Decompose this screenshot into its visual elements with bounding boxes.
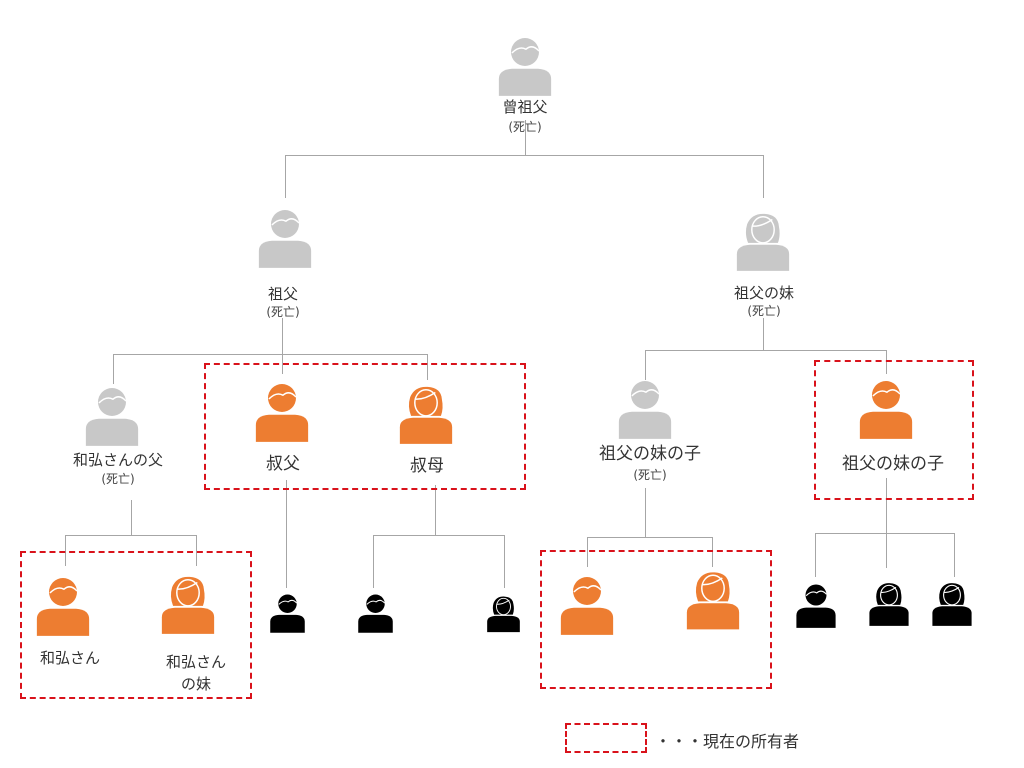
person-child2-child-2 [868,578,910,629]
connector [645,350,646,380]
connector [712,537,713,567]
person-kazuhiro-father [84,386,140,446]
female-person-icon [931,578,973,629]
person-grandfathers-sister [735,210,791,272]
status-kazuhiro-father: (死亡) [101,472,135,486]
connector [196,535,197,566]
status-grandfathers-sister: (死亡) [747,304,781,318]
male-person-icon [254,381,310,443]
connector [886,478,887,568]
status-great-grandfather: (死亡) [508,120,542,134]
person-aunt-child-2 [486,593,521,634]
legend-text: ・・・現在の所有者 [655,732,800,751]
connector [373,535,504,536]
label-kazuhiro-sister-line1: 和弘さん [165,653,227,671]
male-person-icon [497,36,553,96]
label-grandfathers-sister: 祖父の妹 [733,284,795,302]
person-aunt [398,383,454,445]
label-kazuhiro: 和弘さん [39,649,101,667]
person-great-grandfather [497,36,553,96]
female-person-icon [868,578,910,629]
female-person-icon [685,567,741,632]
connector [435,485,436,535]
connector [282,318,283,374]
label-aunt: 叔母 [410,456,444,476]
male-person-icon [617,378,673,440]
male-person-icon [84,386,140,446]
connector [285,155,763,156]
female-person-icon [398,383,454,445]
connector [285,155,286,198]
connector [587,537,588,567]
connector [886,350,887,374]
person-aunt-child-1 [357,592,394,634]
owner-box-sister-child [814,360,974,500]
connector [815,533,816,577]
male-person-icon [795,582,837,629]
female-person-icon [735,210,791,272]
person-child2-child-1 [795,582,837,629]
label-sister-child-2: 祖父の妹の子 [842,454,944,474]
connector [504,535,505,588]
male-person-icon [858,378,914,440]
male-person-icon [357,592,394,634]
male-person-icon [559,574,615,636]
connector [427,354,428,380]
person-uncle-child [269,592,306,634]
connector [645,488,646,537]
person-sister-child-2 [858,378,914,440]
person-kazuhiro-sister [160,572,216,636]
person-kazuhiro [35,576,91,636]
connector [113,354,427,355]
person-uncle [254,381,310,443]
owner-box-kazuhiro [20,551,252,699]
person-grandfather [257,207,313,269]
connector [815,533,954,534]
person-grandchild-female [685,567,741,632]
label-kazuhiro-sister-line2: の妹 [180,675,212,693]
male-person-icon [35,576,91,636]
person-grandchild-male [559,574,615,636]
label-uncle: 叔父 [266,454,300,474]
status-grandfather: (死亡) [266,305,300,319]
connector [954,533,955,577]
connector [763,318,764,350]
connector [65,535,66,566]
label-kazuhiro-father: 和弘さんの父 [72,451,164,469]
connector [373,535,374,588]
label-sister-child-1: 祖父の妹の子 [599,444,701,464]
person-child2-child-3 [931,578,973,629]
owner-box-grandchildren [540,550,772,689]
connector [131,500,132,535]
connector [113,354,114,384]
legend-owner-box-swatch [565,723,647,753]
connector [763,155,764,198]
male-person-icon [269,592,306,634]
person-sister-child-1 [617,378,673,440]
status-sister-child-1: (死亡) [633,468,667,482]
owner-box-uncle-aunt [204,363,526,490]
female-person-icon [486,593,521,634]
female-person-icon [160,572,216,636]
connector [65,535,196,536]
connector [525,120,526,155]
label-grandfather: 祖父 [267,285,299,303]
connector [587,537,712,538]
connector [645,350,886,351]
label-great-grandfather: 曾祖父 [502,98,548,116]
male-person-icon [257,207,313,269]
connector [286,480,287,588]
